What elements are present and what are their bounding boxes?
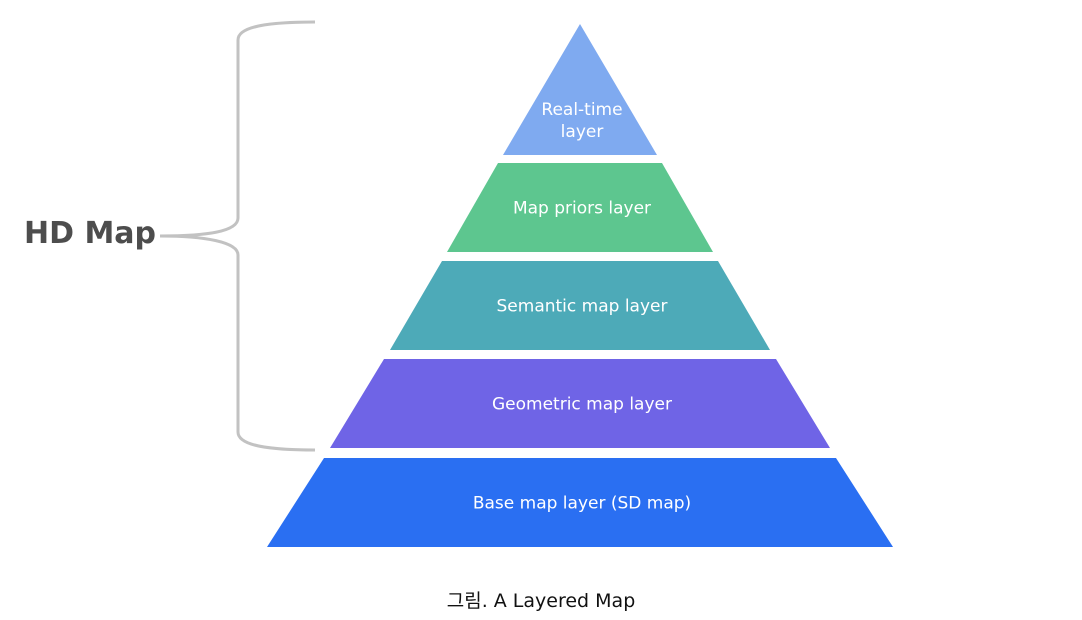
layer-label-base-map: Base map layer (SD map) xyxy=(473,494,691,514)
layer-shape-geometric xyxy=(330,359,830,448)
layer-map-priors: Map priors layer xyxy=(447,163,713,252)
layer-shape-map-priors xyxy=(447,163,713,252)
layer-shape-base-map xyxy=(267,458,893,547)
layer-shape-real-time xyxy=(503,24,657,155)
figure-caption: 그림. A Layered Map xyxy=(446,590,636,612)
layer-base-map: Base map layer (SD map) xyxy=(267,458,893,547)
layer-label-real-time-line-2: layer xyxy=(561,122,604,142)
layer-label-map-priors: Map priors layer xyxy=(513,199,651,219)
layer-shape-semantic xyxy=(390,261,770,350)
layer-label-real-time-line-1: Real-time xyxy=(541,100,622,120)
layer-label-geometric: Geometric map layer xyxy=(492,395,672,415)
layer-semantic: Semantic map layer xyxy=(390,261,770,350)
hd-map-bracket xyxy=(159,20,316,452)
hd-map-label: HD Map xyxy=(24,216,157,251)
layer-label-semantic: Semantic map layer xyxy=(497,297,668,317)
layer-geometric: Geometric map layer xyxy=(330,359,830,448)
